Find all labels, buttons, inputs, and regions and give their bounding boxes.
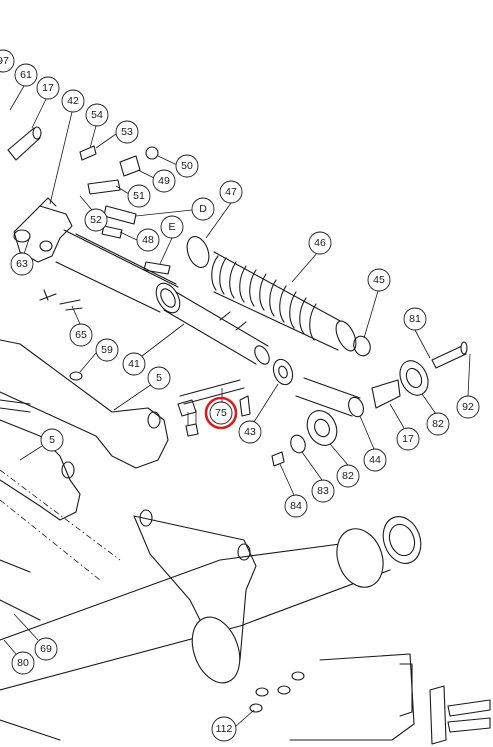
callout-44[interactable]: 44 xyxy=(359,415,387,472)
callout-42[interactable]: 42 xyxy=(49,89,85,205)
callout-17-lower-label: 17 xyxy=(402,433,414,445)
callout-65-label: 65 xyxy=(75,329,87,341)
callout-83[interactable]: 83 xyxy=(301,451,335,503)
callout-112[interactable]: 112 xyxy=(211,709,255,742)
callout-81[interactable]: 81 xyxy=(403,307,431,359)
callout-43-label: 43 xyxy=(244,426,256,438)
callout-5-upper[interactable]: 5 xyxy=(113,366,171,411)
callout-82-upper-label: 82 xyxy=(432,418,444,430)
callout-69-label: 69 xyxy=(40,643,52,655)
bellows xyxy=(211,251,357,352)
small-hardware xyxy=(7,126,171,381)
callout-69[interactable]: 69 xyxy=(13,613,58,661)
callout-51-label: 51 xyxy=(133,190,145,202)
callout-61-label: 61 xyxy=(20,69,32,81)
callout-53-label: 53 xyxy=(121,126,133,138)
callout-112-label: 112 xyxy=(216,723,233,735)
lower-bracket xyxy=(0,509,491,745)
callout-53[interactable]: 53 xyxy=(95,120,139,149)
callout-54-label: 54 xyxy=(91,109,103,121)
clamp-ring-47 xyxy=(186,236,210,268)
callout-75[interactable]: 75 xyxy=(204,388,238,430)
callout-61[interactable]: 61 xyxy=(9,63,38,111)
upper-tube-assembly xyxy=(13,197,181,314)
callout-83-label: 83 xyxy=(317,485,329,497)
callout-50[interactable]: 50 xyxy=(157,154,199,178)
callout-45[interactable]: 45 xyxy=(363,268,391,339)
callout-49[interactable]: 49 xyxy=(137,169,176,193)
callout-84[interactable]: 84 xyxy=(279,463,308,518)
callout-63-label: 63 xyxy=(16,258,28,270)
callout-92-label: 92 xyxy=(462,401,474,413)
callout-D-label: D xyxy=(199,203,207,215)
callout-82-lower-label: 82 xyxy=(342,470,354,482)
callout-48-label: 48 xyxy=(142,234,154,246)
callout-45-label: 45 xyxy=(373,274,385,286)
callout-E-label: E xyxy=(168,221,175,233)
callout-5-lower[interactable]: 5 xyxy=(19,428,64,461)
callout-42-label: 42 xyxy=(67,95,79,107)
parts-drawing xyxy=(0,126,491,745)
callout-75-highlight xyxy=(204,396,238,430)
callout-51[interactable]: 51 xyxy=(115,184,151,208)
callout-E[interactable]: E xyxy=(159,215,184,265)
callout-59-label: 59 xyxy=(101,344,113,356)
callout-80-label: 80 xyxy=(17,657,29,669)
callout-17-upper-label: 17 xyxy=(42,82,54,94)
pin-75-group xyxy=(177,379,251,437)
callout-47-label: 47 xyxy=(225,186,237,198)
callout-59[interactable]: 59 xyxy=(79,338,119,373)
callout-5-lower-label: 5 xyxy=(49,434,55,446)
shaft xyxy=(163,291,270,365)
callouts: 97 61 17 42 54 53 xyxy=(0,49,480,742)
callout-52-label: 52 xyxy=(90,214,102,226)
callout-75-label: 75 xyxy=(215,407,227,419)
clamp-ring-45 xyxy=(353,335,371,357)
callout-54[interactable]: 54 xyxy=(85,103,109,149)
callout-97[interactable]: 97 xyxy=(0,49,15,76)
callout-43[interactable]: 43 xyxy=(238,383,279,444)
callout-46[interactable]: 46 xyxy=(291,231,332,283)
callout-17-upper[interactable]: 17 xyxy=(31,76,60,129)
callout-41-label: 41 xyxy=(128,358,140,370)
callout-48[interactable]: 48 xyxy=(119,228,160,252)
callout-46-label: 46 xyxy=(314,237,326,249)
callout-44-label: 44 xyxy=(369,454,381,466)
callout-63[interactable]: 63 xyxy=(10,235,34,276)
frame-plates xyxy=(0,339,169,581)
right-side-parts xyxy=(271,341,468,467)
callout-41[interactable]: 41 xyxy=(122,323,185,376)
callout-80[interactable]: 80 xyxy=(3,639,35,675)
callout-5-upper-label: 5 xyxy=(156,372,162,384)
callout-D[interactable]: D xyxy=(135,197,215,221)
callout-97-label: 97 xyxy=(0,55,9,67)
callout-82-lower[interactable]: 82 xyxy=(329,443,360,488)
callout-50-label: 50 xyxy=(181,160,193,172)
callout-49-label: 49 xyxy=(158,175,170,187)
callout-65[interactable]: 65 xyxy=(69,305,93,347)
callout-81-label: 81 xyxy=(409,313,421,325)
callout-84-label: 84 xyxy=(290,500,302,512)
callout-47[interactable]: 47 xyxy=(205,180,243,239)
callout-17-lower[interactable]: 17 xyxy=(389,403,420,451)
callout-82-upper[interactable]: 82 xyxy=(421,393,450,436)
callout-52[interactable]: 52 xyxy=(79,195,108,232)
callout-92[interactable]: 92 xyxy=(456,353,480,419)
